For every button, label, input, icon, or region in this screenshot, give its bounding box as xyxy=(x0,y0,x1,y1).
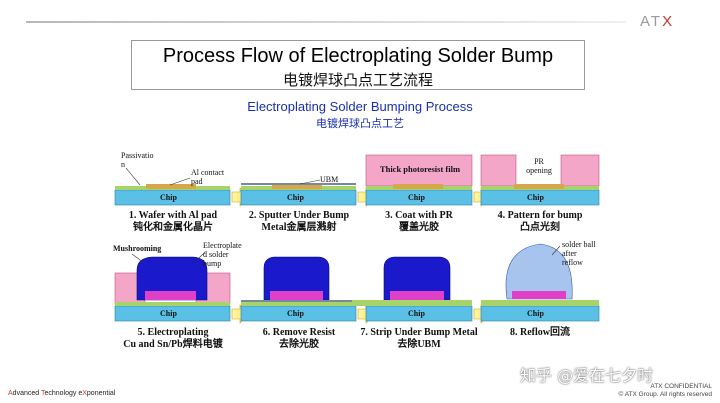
step-1-caption-cn: 钝化和金属化晶片 xyxy=(133,222,213,233)
photoresist-right xyxy=(560,154,600,187)
title-box: Process Flow of Electroplating Solder Bu… xyxy=(131,40,585,90)
photoresist-layer xyxy=(365,154,473,187)
footer-legal: ATX CONFIDENTIAL © ATX Group. All rights… xyxy=(600,383,712,399)
step-3-caption-cn: 覆盖光胶 xyxy=(399,222,439,233)
step-5-figure xyxy=(114,251,231,322)
top-bar: ATX xyxy=(0,0,720,42)
step-2-caption-cn: Metal金属层溅射 xyxy=(261,222,337,233)
leader-line xyxy=(131,253,144,263)
leader-line xyxy=(299,179,321,185)
footer-tagline: Advanced Technology eXponential xyxy=(8,390,116,397)
chip-label: Chip xyxy=(527,309,544,318)
step-5-caption: 5. Electroplating Cu and Sn/Pb焊料电镀 xyxy=(107,327,239,351)
step-5-caption-cn: Cu and Sn/Pb焊料电镀 xyxy=(123,339,223,350)
subtitle-cn: 电镀焊球凸点工艺 xyxy=(316,117,404,130)
step-3-caption: 3. Coat with PR 覆盖光胶 xyxy=(362,210,476,234)
step-6-caption: 6. Remove Resist 去除光胶 xyxy=(238,327,360,351)
step-4-caption: 4. Pattern for bump 凸点光刻 xyxy=(478,210,602,234)
step-8-figure xyxy=(480,243,600,322)
step-7-figure xyxy=(352,256,473,322)
step-6-caption-cn: 去除光胶 xyxy=(279,339,319,350)
top-divider-line xyxy=(26,21,626,23)
step-1-caption-en: 1. Wafer with Al pad xyxy=(128,210,218,221)
copper-layer xyxy=(145,291,196,300)
ubm-layer xyxy=(241,183,356,185)
step-7-caption-en: 7. Strip Under Bump Metal xyxy=(360,327,478,338)
step-4-caption-en: 4. Pattern for bump xyxy=(497,210,583,221)
step-1-caption: 1. Wafer with Al pad 钝化和金属化晶片 xyxy=(112,210,234,234)
chip-label: Chip xyxy=(408,309,425,318)
leader-line xyxy=(551,245,561,256)
photoresist-left xyxy=(480,154,517,187)
ubm-layer xyxy=(241,300,356,302)
solder-ball xyxy=(505,243,573,300)
al-pad xyxy=(272,184,322,189)
solder-ball-label: solder ball after reflow xyxy=(562,240,596,267)
passivation-layer xyxy=(481,300,599,306)
leader-line xyxy=(194,251,206,263)
chip-label: Chip xyxy=(287,193,304,202)
al-contact-pad-label: Al contact pad xyxy=(191,168,225,186)
chip-label: Chip xyxy=(527,193,544,202)
solder-bump xyxy=(263,256,330,301)
step-2-caption-en: 2. Sputter Under Bump xyxy=(248,210,350,221)
step-6-figure xyxy=(240,256,357,322)
leader-line xyxy=(125,167,141,186)
watermark: 知乎 @爱在七夕时 xyxy=(520,366,654,385)
copper-layer xyxy=(512,291,566,299)
solder-bump xyxy=(383,256,451,301)
step-3-caption-en: 3. Coat with PR xyxy=(385,210,453,221)
atx-logo: ATX xyxy=(640,13,675,30)
electroplated-solder-bump-label: Electroplate d solder bump xyxy=(203,241,242,268)
subtitle-en: Electroplating Solder Bumping Process xyxy=(247,99,473,114)
confidential-label: ATX CONFIDENTIAL xyxy=(650,383,712,390)
page-title: Process Flow of Electroplating Solder Bu… xyxy=(162,45,554,67)
step-2-figure xyxy=(240,179,357,206)
step-4-figure xyxy=(480,154,600,206)
chip-label: Chip xyxy=(287,309,304,318)
chip-label: Chip xyxy=(160,193,177,202)
step-8-caption-en: 8. Reflow回流 xyxy=(510,327,570,338)
step-7-caption: 7. Strip Under Bump Metal 去除UBM xyxy=(348,327,490,351)
leader-line xyxy=(169,177,191,186)
chip-label: Chip xyxy=(160,309,177,318)
passivation-layer xyxy=(115,302,230,306)
step-6-caption-en: 6. Remove Resist xyxy=(262,327,336,338)
step-7-caption-cn: 去除UBM xyxy=(397,339,441,350)
mushrooming-label: Mushrooming xyxy=(113,244,162,253)
copper-layer xyxy=(390,291,444,300)
ubm-label: UBM xyxy=(320,175,339,184)
al-pad xyxy=(146,184,196,189)
thick-photoresist-label: Thick photoresist film xyxy=(379,164,461,174)
step-4-caption-cn: 凸点光刻 xyxy=(520,222,560,233)
copyright-label: © ATX Group. All rights reserved xyxy=(618,391,712,398)
solder-mushroom xyxy=(136,256,208,301)
chip-label: Chip xyxy=(408,193,425,202)
step-8-caption: 8. Reflow回流 xyxy=(478,327,602,339)
copper-layer xyxy=(270,291,323,300)
pr-opening-label: PR opening xyxy=(526,157,552,175)
passivation-layer xyxy=(241,302,356,306)
passivation-label: Passivatio n xyxy=(121,151,154,169)
al-pad xyxy=(514,184,564,189)
passivation-layer xyxy=(352,300,472,306)
step-5-caption-en: 5. Electroplating xyxy=(137,327,209,338)
step-1-figure xyxy=(114,167,231,206)
page-title-cn: 电镀焊球凸点工艺流程 xyxy=(282,71,433,89)
step-3-figure xyxy=(365,154,473,206)
step-2-caption: 2. Sputter Under Bump Metal金属层溅射 xyxy=(238,210,360,234)
al-pad xyxy=(393,184,443,189)
